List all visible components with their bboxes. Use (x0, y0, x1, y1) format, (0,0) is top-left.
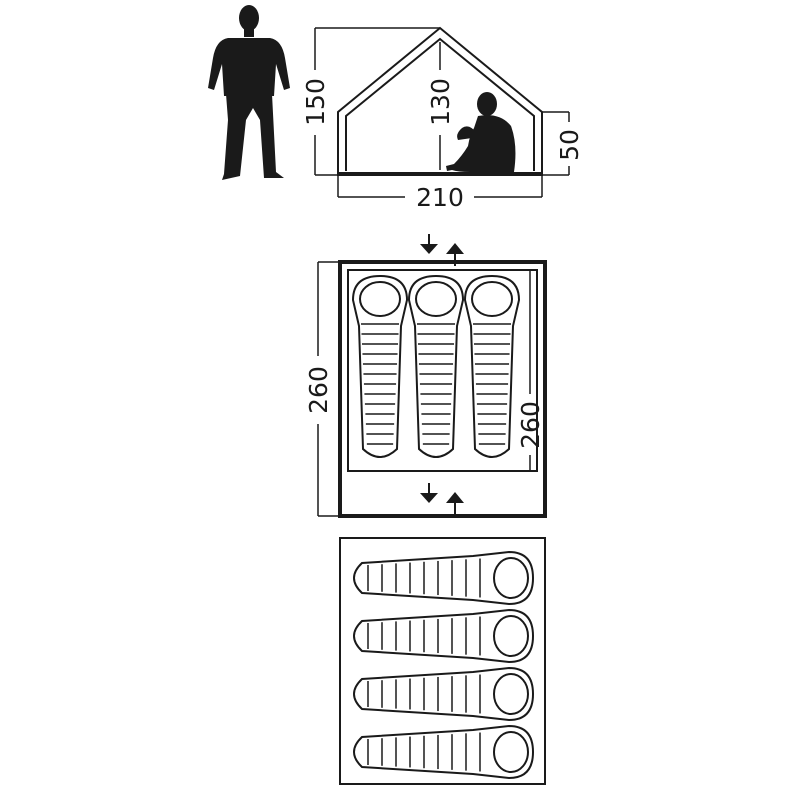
sleeping-bag-icon (353, 666, 535, 722)
sleeping-bag-icon (463, 274, 521, 458)
tent-floor-plan (338, 260, 547, 518)
sleeping-bag-icon (351, 274, 409, 458)
dimension-length-outer: 260 (304, 261, 340, 517)
dimension-length-inner: 260 (516, 270, 545, 471)
sleeping-bag-icon (353, 608, 535, 664)
dimension-label-260-inner: 260 (516, 401, 545, 449)
dimension-width: 210 (337, 176, 543, 212)
entrance-arrows-icon-front (420, 483, 464, 515)
sitting-person-icon (446, 92, 516, 172)
dimension-label-260-outer: 260 (304, 366, 333, 414)
standing-person-icon (208, 5, 290, 180)
sleeping-bags-plan (351, 274, 521, 458)
sleeping-bag-icon (353, 724, 535, 780)
entrance-arrows-icon (420, 234, 464, 266)
dimension-height-outer: 150 (301, 27, 440, 176)
tent-side-profile (337, 26, 543, 176)
dimension-label-210: 210 (416, 183, 464, 212)
sleeping-bag-icon (353, 550, 535, 606)
sleeping-bags-alt (353, 550, 535, 780)
dimension-label-50: 50 (555, 129, 584, 161)
dimension-height-inner: 130 (426, 42, 455, 170)
dimension-label-130-text: 130 (426, 78, 455, 126)
sleeping-bag-icon (407, 274, 465, 458)
dimension-label-150: 150 (301, 78, 330, 126)
tent-floor-plan-alt (339, 537, 546, 785)
dimension-wall-height: 50 (542, 111, 584, 176)
